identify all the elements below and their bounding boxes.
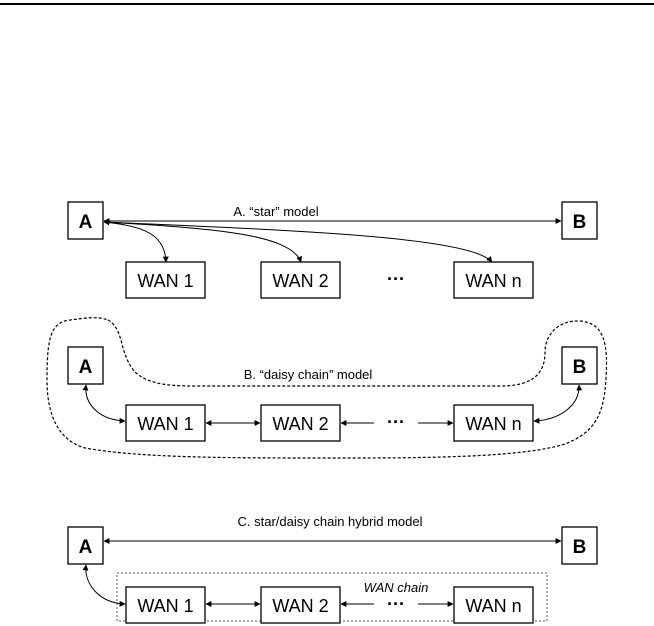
daisy-wan-2 <box>260 404 341 442</box>
daisy-node-b <box>561 346 598 385</box>
daisy-chain-model: A B B. “daisy chain” model WAN 1 WAN 2 ·… <box>46 317 608 459</box>
hybrid-a-wan1-link <box>82 564 126 607</box>
daisy-wann-b-link <box>533 384 583 424</box>
hybrid-wan-2-label: WAN 2 <box>272 596 328 616</box>
daisy-wan-1 <box>125 404 206 442</box>
hybrid-wan-1 <box>125 586 206 624</box>
star-ellipsis: ··· <box>387 269 405 289</box>
hybrid-wan-2 <box>260 586 341 624</box>
top-rule <box>0 3 654 5</box>
wan-chain-label: WAN chain <box>364 580 429 595</box>
daisy-caption: B. “daisy chain” model <box>244 367 373 382</box>
daisy-wan-2-label: WAN 2 <box>272 414 328 434</box>
daisy-wan-1-label: WAN 1 <box>137 414 193 434</box>
hybrid-caption: C. star/daisy chain hybrid model <box>238 514 423 529</box>
star-wan-2-label: WAN 2 <box>272 271 328 291</box>
star-model: A B A. “star” model WAN 1 WAN 2 ··· WAN … <box>67 201 598 299</box>
star-wan-2 <box>260 261 341 299</box>
star-node-a-label: A <box>79 212 93 233</box>
star-node-b <box>561 201 598 240</box>
star-wan-1 <box>125 261 206 299</box>
daisy-node-b-label: B <box>573 357 587 378</box>
star-a-wan2-link <box>103 221 302 263</box>
hybrid-wan-n-label: WAN n <box>465 596 521 616</box>
hybrid-node-b-label: B <box>573 537 587 558</box>
hybrid-node-b <box>561 526 598 565</box>
star-wan-1-label: WAN 1 <box>137 271 193 291</box>
hybrid-model: A B C. star/daisy chain hybrid model WAN… <box>67 514 598 624</box>
hybrid-node-a-label: A <box>79 537 93 558</box>
star-wan-n <box>453 261 534 299</box>
hybrid-ellipsis: ··· <box>387 594 405 614</box>
daisy-wan-n-label: WAN n <box>465 414 521 434</box>
star-node-b-label: B <box>573 212 587 233</box>
star-a-wann-link <box>103 221 493 263</box>
daisy-wan-n <box>453 404 534 442</box>
hybrid-wan-n <box>453 586 534 624</box>
daisy-node-a-label: A <box>79 357 93 378</box>
daisy-ellipsis: ··· <box>387 412 405 432</box>
star-caption: A. “star” model <box>233 204 318 219</box>
daisy-a-wan1-link <box>82 384 126 424</box>
star-wan-n-label: WAN n <box>465 271 521 291</box>
daisy-boundary <box>46 317 608 459</box>
daisy-node-a <box>67 346 104 385</box>
star-node-a <box>67 201 104 240</box>
star-a-wan1-link <box>103 219 169 263</box>
hybrid-node-a <box>67 526 104 565</box>
hybrid-wan-1-label: WAN 1 <box>137 596 193 616</box>
